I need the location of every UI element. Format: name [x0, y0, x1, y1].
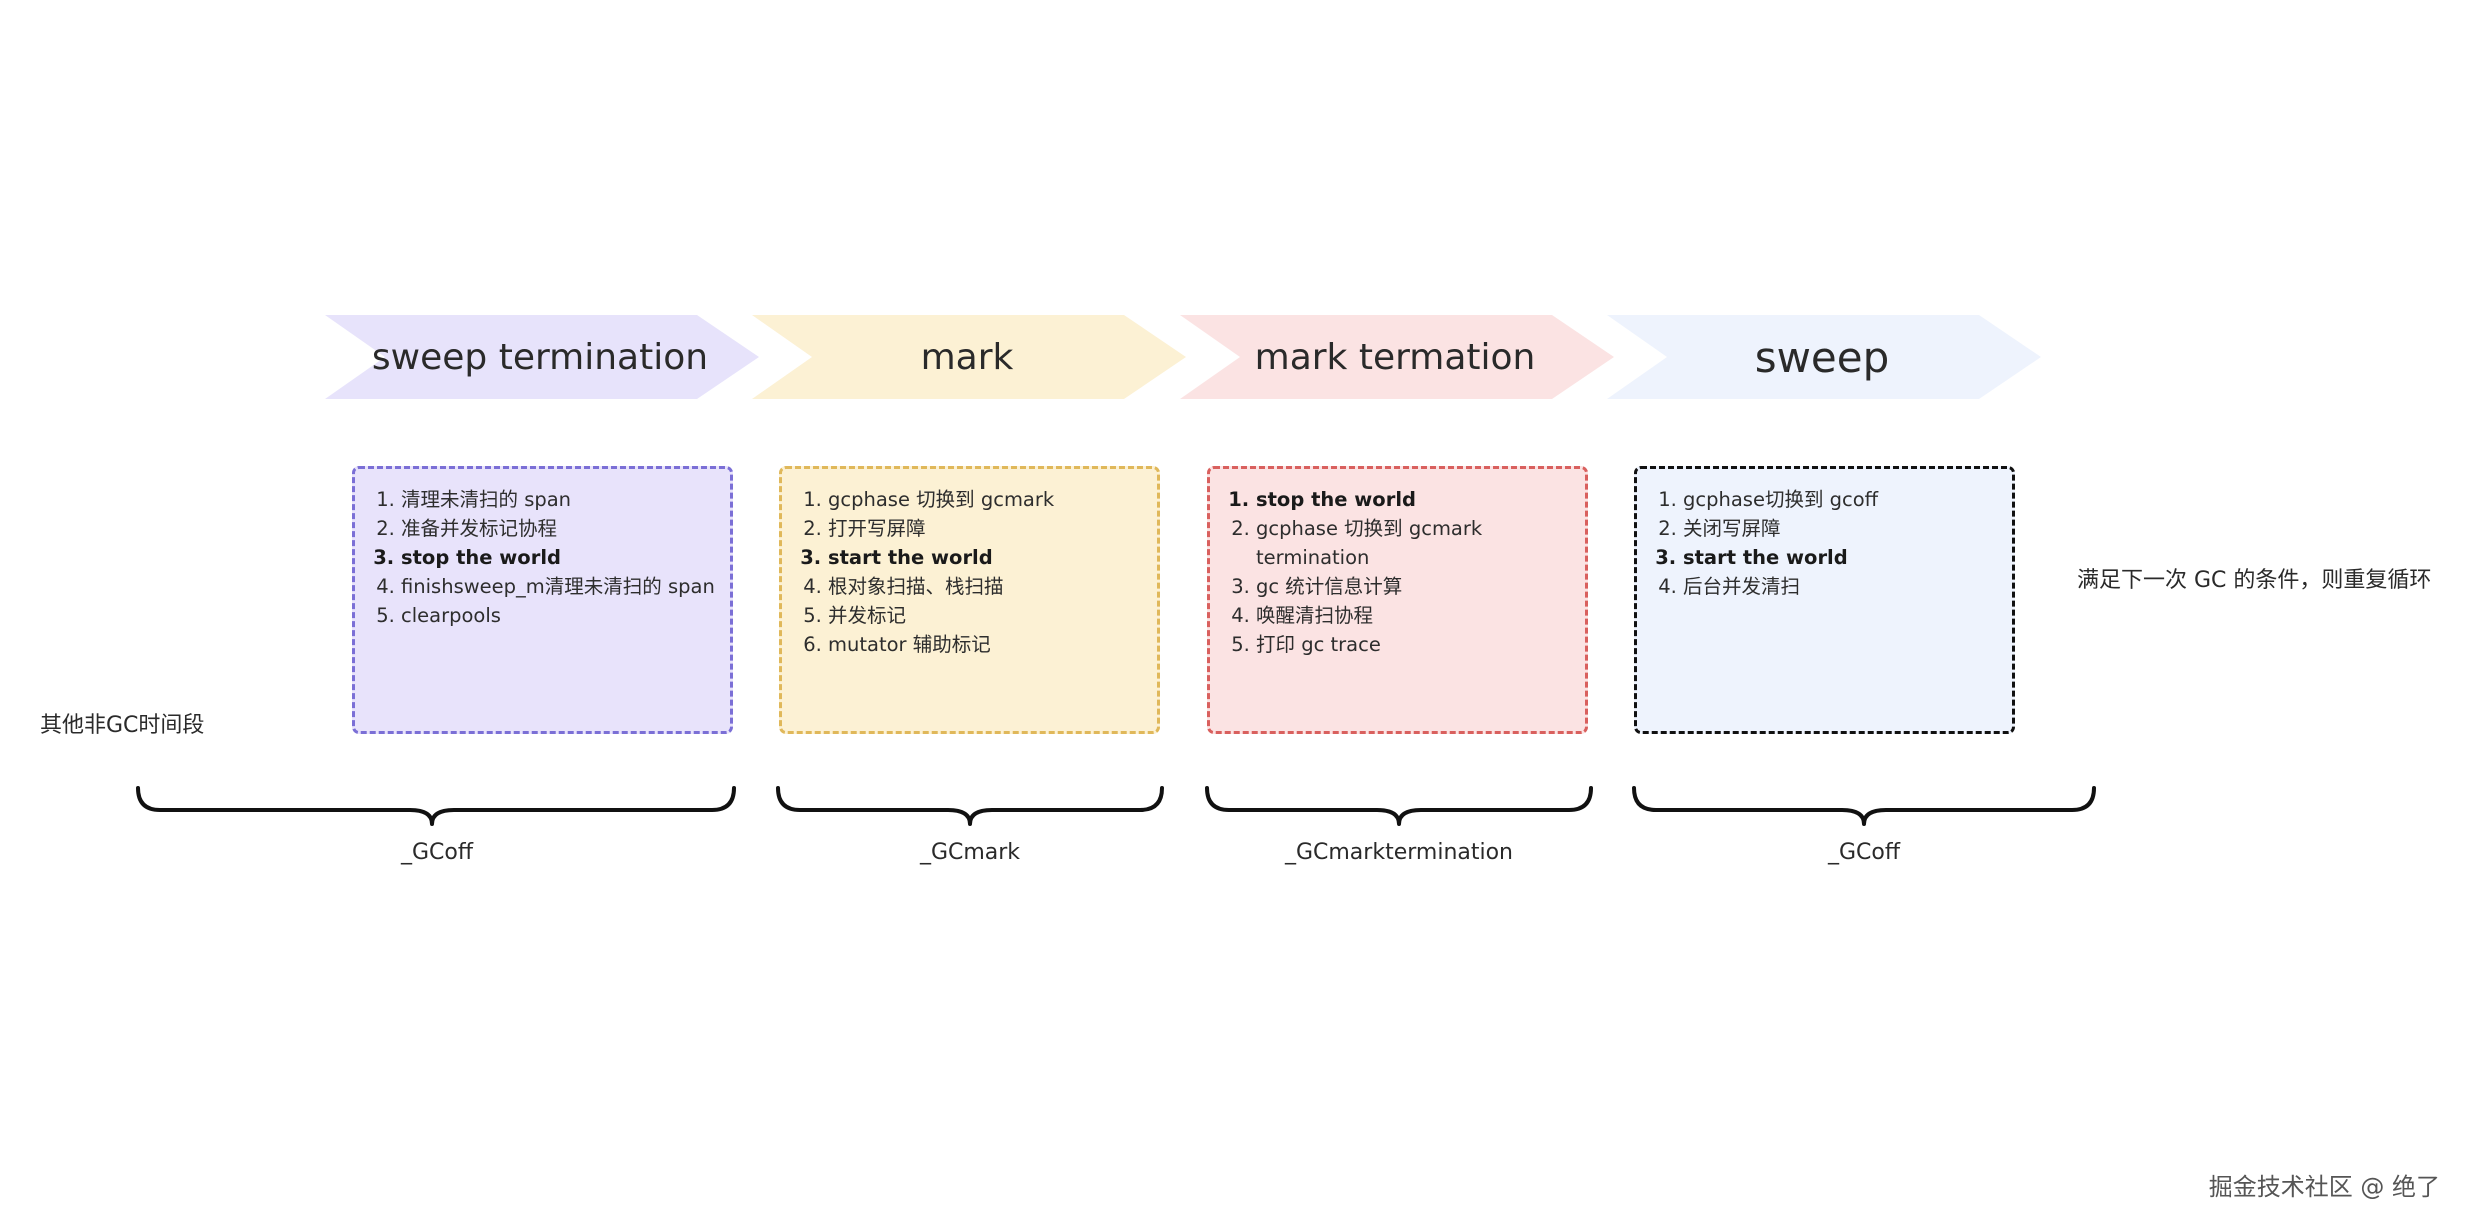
steps-box-mark-termation: stop the world gcphase 切换到 gcmark termin…	[1207, 466, 1588, 734]
left-note: 其他非GC时间段	[40, 713, 205, 738]
right-note: 满足下一次 GC 的条件，则重复循环	[2077, 568, 2432, 593]
step-item: 关闭写屏障	[1683, 514, 2002, 543]
steps-list: 清理未清扫的 span 准备并发标记协程 stop the world fini…	[371, 485, 720, 630]
step-item: start the world	[1683, 543, 2002, 572]
brace-label-gcmarktermination: _GCmarktermination	[1284, 840, 1514, 865]
step-item: clearpools	[401, 601, 720, 630]
phase-arrow-sweep	[1607, 315, 2041, 399]
steps-list: stop the world gcphase 切换到 gcmark termin…	[1226, 485, 1575, 659]
phase-label-sweep-termination: sweep termination	[371, 337, 709, 378]
step-item: stop the world	[1256, 485, 1575, 514]
step-item: gcphase切换到 gcoff	[1683, 485, 2002, 514]
phase-arrow-sweep-termination	[325, 315, 759, 399]
steps-box-sweep: gcphase切换到 gcoff 关闭写屏障 start the world 后…	[1634, 466, 2015, 734]
brace-label-gcmark: _GCmark	[919, 840, 1021, 865]
phase-label-mark-termation: mark termation	[1254, 337, 1536, 378]
brace-label-gcoff: _GCoff	[400, 840, 474, 865]
step-item: finishsweep_m清理未清扫的 span	[401, 572, 720, 601]
brace-label-gcoff-2: _GCoff	[1827, 840, 1901, 865]
steps-list: gcphase切换到 gcoff 关闭写屏障 start the world 后…	[1653, 485, 2002, 601]
steps-box-mark: gcphase 切换到 gcmark 打开写屏障 start the world…	[779, 466, 1160, 734]
phase-arrow-mark-termation	[1180, 315, 1614, 399]
steps-box-sweep-termination: 清理未清扫的 span 准备并发标记协程 stop the world fini…	[352, 466, 733, 734]
step-item: gc 统计信息计算	[1256, 572, 1575, 601]
step-item: start the world	[828, 543, 1147, 572]
step-item: 根对象扫描、栈扫描	[828, 572, 1147, 601]
step-item: 打印 gc trace	[1256, 630, 1575, 659]
step-item: 打开写屏障	[828, 514, 1147, 543]
step-item: 准备并发标记协程	[401, 514, 720, 543]
steps-list: gcphase 切换到 gcmark 打开写屏障 start the world…	[798, 485, 1147, 659]
phase-label-mark: mark	[920, 337, 1014, 378]
phase-label-sweep: sweep	[1754, 333, 1890, 382]
step-item: 并发标记	[828, 601, 1147, 630]
watermark: 掘金技术社区 @ 绝了	[2208, 1173, 2440, 1201]
step-item: 后台并发清扫	[1683, 572, 2002, 601]
step-item: gcphase 切换到 gcmark termination	[1256, 514, 1575, 572]
step-item: mutator 辅助标记	[828, 630, 1147, 659]
step-item: 唤醒清扫协程	[1256, 601, 1575, 630]
step-item: stop the world	[401, 543, 720, 572]
phase-arrow-mark	[752, 315, 1186, 399]
step-item: 清理未清扫的 span	[401, 485, 720, 514]
step-item: gcphase 切换到 gcmark	[828, 485, 1147, 514]
